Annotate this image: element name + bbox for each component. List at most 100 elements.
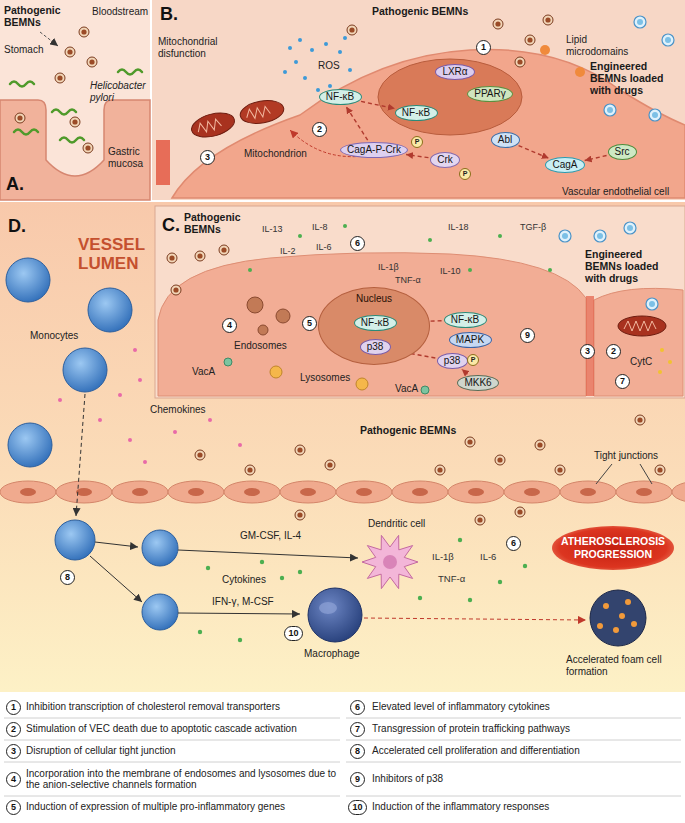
pathogenic-bemn bbox=[555, 465, 565, 475]
pathogenic-bemn bbox=[543, 15, 553, 25]
glow-ellipse: ATHEROSCLEROSIS PROGRESSION bbox=[552, 526, 674, 570]
engineered-bemn bbox=[637, 19, 643, 25]
cell-nucleus bbox=[412, 488, 428, 496]
pathogenic-bemn bbox=[295, 510, 305, 520]
node-text: PPARγ bbox=[474, 88, 506, 100]
chemokine-dot bbox=[133, 348, 137, 352]
lipid-microdomain bbox=[540, 45, 550, 55]
engineered-bemn bbox=[597, 233, 603, 239]
endothelial-cell bbox=[112, 481, 168, 503]
pathogenic-bemn bbox=[437, 467, 442, 472]
endosome-symbol bbox=[258, 325, 268, 335]
helicobacter-symbol bbox=[10, 82, 34, 87]
node-text: CagA-P-Crk bbox=[347, 144, 401, 156]
protein-ellipse: Abl bbox=[491, 132, 520, 148]
panel: B.NF-κBLXRαPPARγNF-κBCagA-P-CrkAblCrkCag… bbox=[152, 0, 685, 200]
vaca-symbol bbox=[224, 358, 232, 366]
pathogenic-bemn bbox=[173, 287, 178, 292]
signal-arrow bbox=[406, 155, 428, 158]
pathogenic-bemn bbox=[57, 75, 62, 80]
vessel-art bbox=[178, 613, 300, 614]
text-label: Vascular endothelial cell bbox=[562, 186, 669, 198]
vaca-symbol bbox=[224, 358, 429, 394]
macrophage-symbol bbox=[319, 602, 337, 614]
engineered-bemn bbox=[624, 222, 636, 234]
cytokine-dot bbox=[468, 598, 472, 602]
pathogenic-bemn bbox=[497, 457, 502, 462]
callout-number: 6 bbox=[506, 536, 521, 551]
cytokine-dot bbox=[206, 566, 210, 570]
node-text: p38 bbox=[367, 341, 384, 353]
text-label: IL-8 bbox=[312, 222, 328, 232]
pathogenic-bemn bbox=[475, 515, 485, 525]
protein-ellipse: Src bbox=[608, 144, 637, 160]
mitochondrion-symbol bbox=[238, 97, 285, 126]
pathogenic-bemn bbox=[17, 115, 22, 120]
nucleus-ellipse: NucleusNF-κBp38 bbox=[318, 287, 430, 365]
cytokine-dot bbox=[498, 580, 502, 584]
mitochondrion-symbol bbox=[624, 321, 656, 331]
chemokine-dot bbox=[118, 393, 122, 397]
engineered-bemn bbox=[559, 230, 571, 242]
mitochondrion-symbol bbox=[618, 316, 666, 336]
mitochondrion-symbol bbox=[618, 316, 666, 336]
cell-nucleus bbox=[383, 555, 397, 569]
node-text: NF-κB bbox=[451, 314, 479, 326]
pathogenic-bemn bbox=[515, 507, 525, 517]
legend-text: Induction of expression of multiple pro-… bbox=[26, 796, 340, 818]
pathogenic-bemn bbox=[297, 512, 302, 517]
engineered-bemn bbox=[594, 230, 606, 242]
helicobacter-symbol bbox=[52, 110, 76, 115]
text-label: ROS bbox=[318, 60, 340, 72]
pathogenic-bemn bbox=[515, 507, 525, 517]
pathogenic-bemn bbox=[295, 510, 305, 520]
monocyte-symbol bbox=[142, 594, 178, 630]
pathogenic-bemn bbox=[81, 29, 86, 34]
legend-rule bbox=[346, 718, 681, 719]
vessel-art bbox=[364, 618, 586, 620]
cytokine-dot bbox=[248, 268, 252, 272]
signal-arrow bbox=[346, 107, 367, 141]
engineered-bemn bbox=[649, 109, 661, 121]
text-label: Helicobacter pylori bbox=[90, 80, 148, 103]
macrophage-symbol bbox=[308, 588, 362, 642]
lipid-droplet bbox=[613, 627, 619, 633]
endothelial-cell bbox=[224, 481, 280, 503]
text-label: GM-CSF, IL-4 bbox=[240, 530, 301, 542]
vessel-art bbox=[95, 542, 138, 547]
callout-number: 3 bbox=[580, 344, 595, 359]
lysosome-symbol bbox=[270, 366, 282, 378]
callout-number: 5 bbox=[6, 800, 21, 815]
cytochrome-dot bbox=[668, 360, 672, 364]
callout-number: 3 bbox=[200, 150, 215, 165]
pathogenic-bemn bbox=[65, 47, 75, 57]
endothelial-cell-art bbox=[155, 206, 685, 398]
monocyte-symbol bbox=[6, 258, 178, 630]
cell-nucleus bbox=[580, 488, 596, 496]
text-label: IL-13 bbox=[262, 224, 283, 234]
endothelial-cell-art bbox=[152, 0, 685, 200]
engineered-bemn bbox=[649, 109, 661, 121]
pathogenic-bemn bbox=[435, 465, 445, 475]
engineered-bemn bbox=[594, 230, 606, 242]
legend-text: Transgression of protein trafficking pat… bbox=[372, 718, 680, 740]
text-label: TGF-β bbox=[520, 222, 546, 232]
text-label: Accelerated foam cell formation bbox=[566, 654, 666, 677]
pathogenic-bemn bbox=[83, 143, 93, 153]
lipid-droplet bbox=[603, 603, 609, 609]
monocyte-symbol bbox=[6, 258, 50, 302]
node-text: C. bbox=[162, 215, 180, 235]
pathogenic-bemn bbox=[655, 465, 665, 475]
ros-dot bbox=[324, 42, 328, 46]
callout-number: 6 bbox=[350, 236, 365, 251]
text-label: TNF-α bbox=[395, 275, 421, 285]
node-text: ATHEROSCLEROSIS PROGRESSION bbox=[552, 535, 674, 561]
ros-dot bbox=[343, 36, 347, 40]
callout-number: 8 bbox=[60, 570, 75, 585]
pathogenic-bemn bbox=[495, 455, 505, 465]
pathogenic-bemn bbox=[67, 49, 72, 54]
pathogenic-bemn bbox=[515, 57, 525, 67]
text-label: IL-10 bbox=[440, 266, 461, 276]
legend-text: Inhibitors of p38 bbox=[372, 762, 680, 796]
